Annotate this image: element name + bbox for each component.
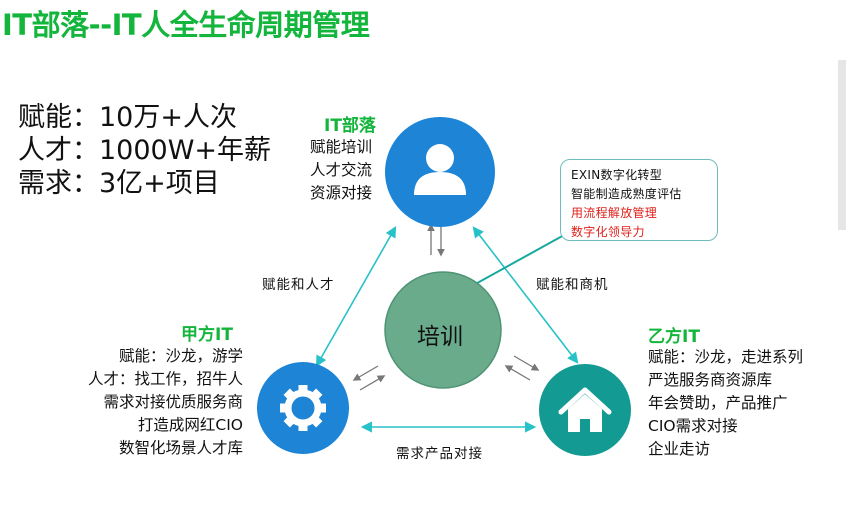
top-node-line: 人才交流 [310,161,373,179]
callout-line-highlight: 用流程解放管理 [571,206,658,220]
left-node-lines: 赋能：沙龙，游学 人才：找工作，招牛人 需求对接优质服务商 打造成网红CIO 数… [60,345,243,460]
left-node-line: 需求对接优质服务商 [103,393,243,411]
right-node-line: 企业走访 [648,440,711,458]
callout-line: 智能制造成熟度评估 [571,187,682,201]
center-label: 培训 [417,324,463,350]
top-node-title: IT部落 [324,116,376,136]
left-node-line: 人才：找工作，招牛人 [87,370,243,388]
stat-demand: 需求：3亿+项目 [18,168,220,199]
edge-label-top-right: 赋能和商机 [536,277,609,293]
right-node-line: 严选服务商资源库 [648,371,773,389]
arrow-center-to-left [352,365,379,381]
center-training-circle [384,271,502,389]
arrow-left-to-center [359,375,386,391]
callout-line: EXIN数字化转型 [571,168,663,182]
right-node-line: 赋能：沙龙，走进系列 [648,348,804,366]
edge-top-left [315,226,397,367]
edge-label-bottom: 需求产品对接 [396,446,483,462]
stat-enable: 赋能：10万+人次 [18,102,237,133]
top-node-line: 资源对接 [310,184,373,202]
right-node-title: 乙方IT [648,327,700,347]
top-node-lines: 赋能培训 人才交流 资源对接 [310,136,372,205]
right-node-lines: 赋能：沙龙，走进系列 严选服务商资源库 年会赞助，产品推广 CIO需求对接 企业… [648,346,803,461]
left-node-line: 打造成网红CIO [137,416,243,434]
top-node-line: 赋能培训 [310,138,373,156]
top-node-icon-circle [385,117,495,227]
right-edge-strip [838,60,846,230]
callout-box: EXIN数字化转型 智能制造成熟度评估 用流程解放管理 数字化领导力 [560,159,718,241]
page-title: IT部落--IT人全生命周期管理 [2,8,370,42]
arrow-right-to-center [504,365,531,381]
edge-top-right [472,226,579,364]
callout-pointer [469,228,576,288]
callout-line-highlight: 数字化领导力 [571,225,645,239]
gear-icon [280,385,326,431]
user-icon [414,144,466,195]
home-icon [558,387,612,432]
right-node-line: 年会赞助，产品推广 [648,394,788,412]
right-node-line: CIO需求对接 [648,417,738,435]
left-node-line: 数智化场景人才库 [118,439,243,457]
stat-talent: 人才：1000W+年薪 [18,135,272,166]
right-node-icon-circle [539,364,631,456]
left-node-icon-circle [257,362,349,454]
edge-label-top-left: 赋能和人才 [262,277,335,293]
arrow-center-to-right [513,355,540,371]
left-node-title: 甲方IT [181,325,233,345]
left-node-line: 赋能：沙龙，游学 [118,347,243,365]
